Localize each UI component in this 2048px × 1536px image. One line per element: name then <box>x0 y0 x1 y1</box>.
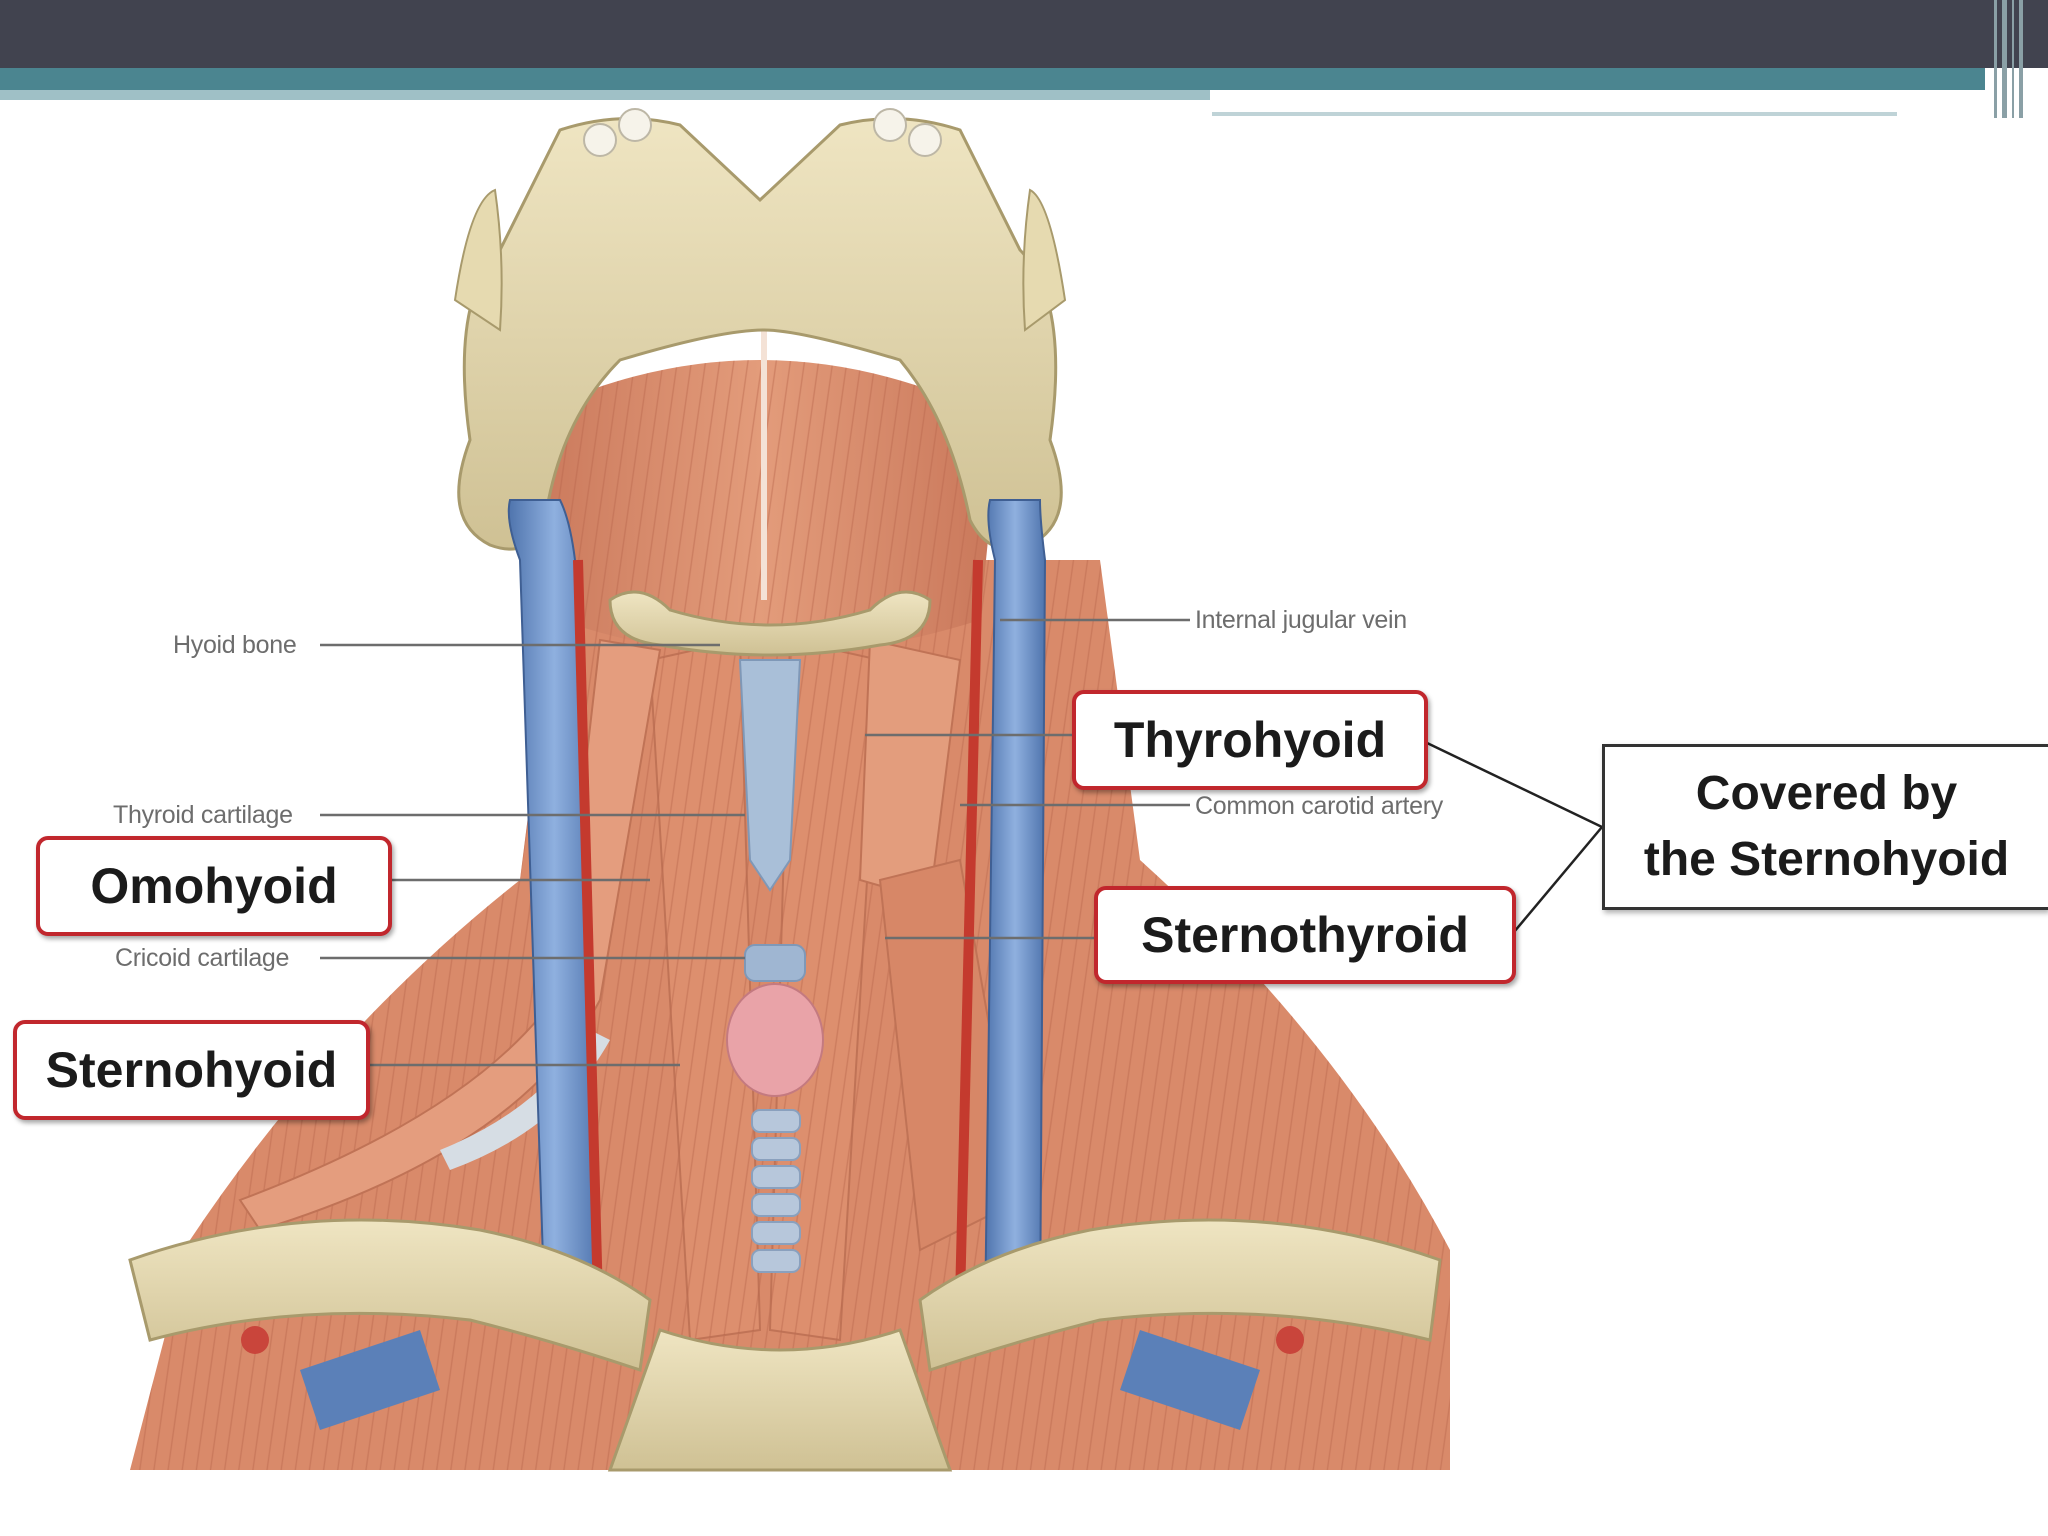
common-carotid-artery-right <box>955 559 983 1301</box>
slide-header-bar <box>0 0 2048 68</box>
cricoid-cartilage <box>744 944 806 982</box>
label-thyroid-cartilage: Thyroid cartilage <box>113 801 293 829</box>
label-cricoid-cartilage: Cricoid cartilage <box>115 944 290 972</box>
sternum <box>607 1328 953 1472</box>
subclavian-vein-left <box>300 1330 440 1430</box>
mandible <box>457 117 1063 551</box>
callout-thyrohyoid: Thyrohyoid <box>1072 690 1428 790</box>
slide-accent-band-light <box>0 90 1210 100</box>
label-hyoid-bone: Hyoid bone <box>173 631 297 659</box>
connector-sternothyroid-note <box>1513 826 1603 933</box>
trachea <box>751 1109 801 1273</box>
callout-sternohyoid: Sternohyoid <box>13 1020 370 1120</box>
thyroid-gland <box>726 983 824 1097</box>
note-covered-by-sternohyoid: Covered by the Sternohyoid <box>1602 744 2048 910</box>
callout-omohyoid: Omohyoid <box>36 836 392 936</box>
internal-jugular-vein-right <box>983 499 1047 1321</box>
subclavian-vein-right <box>1120 1330 1260 1430</box>
callout-sternothyroid: Sternothyroid <box>1094 886 1516 984</box>
thyroid-cartilage <box>738 659 802 892</box>
slide-accent-band <box>0 68 1985 90</box>
label-internal-jugular-vein: Internal jugular vein <box>1195 606 1407 634</box>
slide-edge-decoration <box>1988 0 2048 118</box>
note-line-2: the Sternohyoid <box>1643 833 2010 886</box>
clavicle-left <box>128 1218 652 1372</box>
slide-accent-line <box>1212 112 1897 116</box>
note-line-1: Covered by <box>1695 767 1958 820</box>
clavicle-right <box>918 1218 1442 1372</box>
common-carotid-artery-left <box>573 559 603 1301</box>
label-common-carotid-artery: Common carotid artery <box>1195 792 1443 820</box>
connector-thyrohyoid-note <box>1424 740 1603 829</box>
